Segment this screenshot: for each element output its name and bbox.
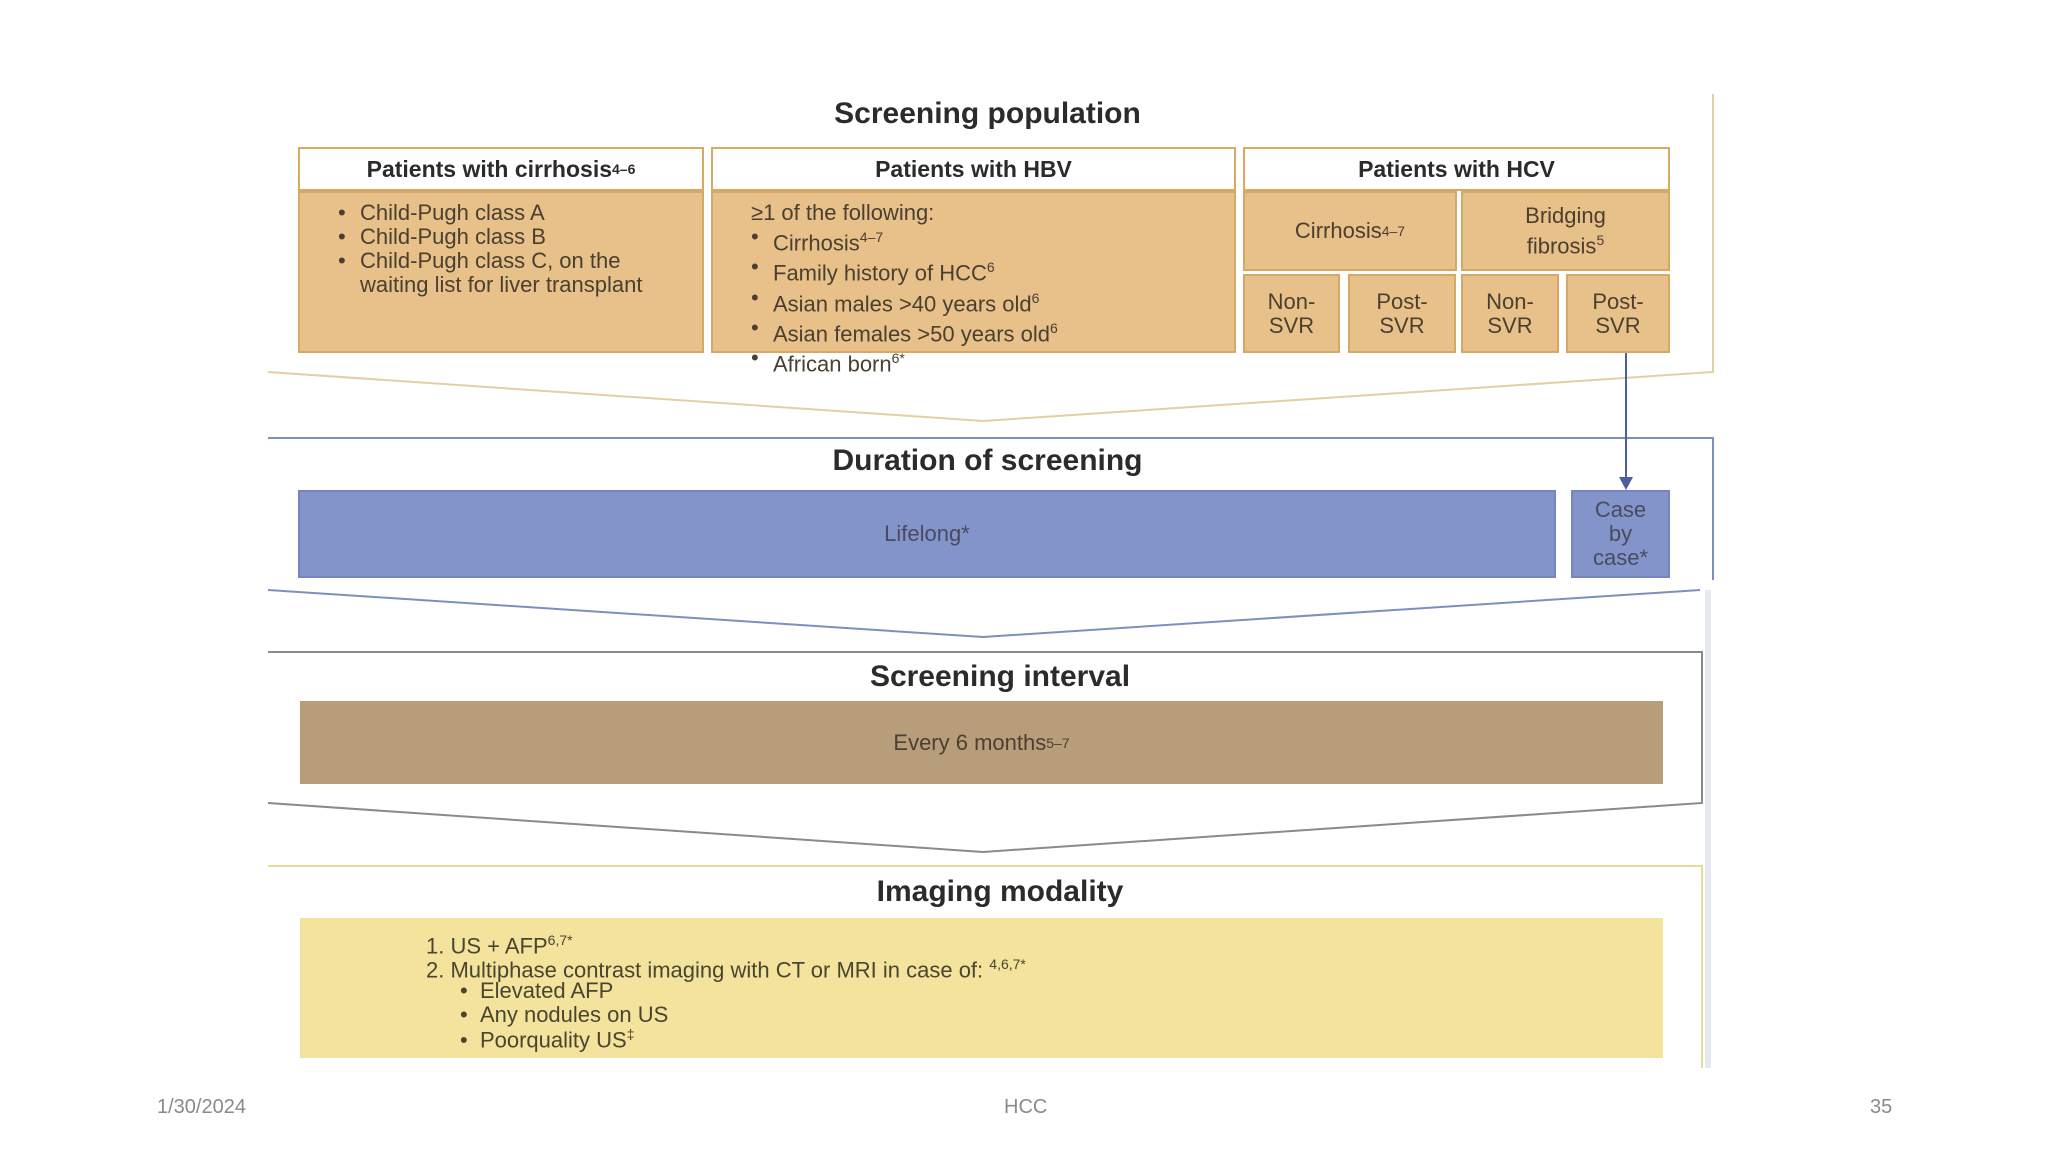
case-by-case-label: Case by case* — [1592, 497, 1649, 570]
hbv-item-2-sup: 6 — [986, 259, 995, 276]
lifelong-box: Lifelong* — [298, 490, 1556, 578]
hbv-item-2-text: Family history of HCC — [773, 260, 987, 286]
imaging-line-2: 2. Multiphase contrast imaging with CT o… — [426, 956, 1026, 983]
hcv-sub-cell-3: Non-SVR — [1461, 274, 1559, 353]
hcv-sub-cell-1: Non-SVR — [1243, 274, 1340, 353]
imaging-bullet-2-text: Any nodules on US — [479, 1002, 669, 1027]
hcv-sub-label-3: Non-SVR — [1486, 288, 1534, 338]
cirrhosis-item-1: Child-Pugh class A — [334, 201, 692, 226]
cirrhosis-criteria-box: Child-Pugh class A Child-Pugh class B Ch… — [298, 191, 704, 353]
imaging-frame — [268, 865, 1703, 1068]
hbv-item-3: Asian males >40 years old6 — [747, 286, 1224, 316]
footer-date: 1/30/2024 — [157, 1096, 246, 1118]
case-by-case-box: Case by case* — [1571, 490, 1670, 578]
duration-title: Duration of screening — [832, 444, 1143, 477]
lifelong-label: Lifelong* — [884, 521, 970, 546]
imaging-line-1: 1. US + AFP6,7* — [426, 932, 573, 959]
hcv-bridging-cell: Bridging fibrosis5 — [1461, 191, 1670, 271]
hcv-sub-label-1: Non-SVR — [1267, 288, 1316, 338]
hcv-sub-label-2: Post-SVR — [1376, 288, 1428, 338]
hcv-bridging-sup: 5 — [1596, 231, 1605, 248]
hbv-header: Patients with HBV — [711, 147, 1236, 191]
hbv-intro: ≥1 of the following: — [751, 200, 935, 225]
hcv-header-text: Patients with HCV — [1358, 155, 1555, 182]
hbv-item-4-text: Asian females >50 years old — [773, 321, 1050, 347]
imaging-box: 1. US + AFP6,7* 2. Multiphase contrast i… — [300, 918, 1663, 1058]
imaging-bullet-1: • Elevated AFP — [460, 978, 614, 1003]
hbv-criteria-box: ≥1 of the following: Cirrhosis4–7 Family… — [711, 191, 1236, 376]
imaging-bullet-1-text: Elevated AFP — [479, 978, 614, 1003]
interval-title: Screening interval — [869, 660, 1131, 693]
hbv-item-4-sup: 6 — [1050, 319, 1058, 336]
hbv-item-3-text: Asian males >40 years old — [773, 290, 1032, 316]
cirrhosis-item-3: Child-Pugh class C, on the waiting list … — [334, 249, 692, 297]
population-frame — [267, 94, 1714, 423]
hbv-item-1-text: Cirrhosis — [773, 230, 860, 256]
hbv-header-text: Patients with HBV — [875, 155, 1072, 182]
imaging-line-1-text: 1. US + AFP — [426, 933, 548, 959]
hbv-item-4: Asian females >50 years old6 — [747, 316, 1224, 346]
imaging-bullet-2: • Any nodules on US — [460, 1002, 669, 1027]
imaging-title: Imaging modality — [876, 875, 1124, 908]
footer-page-number: 35 — [1870, 1096, 1893, 1118]
hbv-item-5-text: African born — [773, 351, 892, 377]
imaging-line-1-sup: 6,7* — [547, 932, 573, 948]
screening-population-title: Screening population — [834, 97, 1141, 130]
hcv-header: Patients with HCV — [1243, 147, 1670, 191]
duration-chevron — [267, 589, 1701, 639]
imaging-line-2-sup: 4,6,7* — [989, 956, 1026, 972]
interval-frame — [267, 651, 1703, 854]
cirrhosis-header-text: Patients with cirrhosis — [366, 155, 613, 182]
hcv-sub-cell-4: Post-SVR — [1566, 274, 1670, 353]
imaging-line-2-text: 2. Multiphase contrast imaging with CT o… — [426, 957, 984, 983]
hcv-cirrhosis-sup: 4–7 — [1381, 223, 1406, 239]
footer-title: HCC — [1004, 1096, 1048, 1118]
hbv-item-2: Family history of HCC6 — [747, 255, 1224, 285]
hbv-item-3-sup: 6 — [1031, 289, 1040, 306]
arrow-head — [1619, 477, 1633, 490]
hbv-item-5-sup: 6* — [891, 350, 905, 367]
cirrhosis-header-sup: 4–6 — [612, 161, 636, 177]
interval-sup: 5–7 — [1046, 734, 1070, 751]
duration-frame — [268, 437, 1714, 580]
hbv-item-1-sup: 4–7 — [859, 229, 884, 245]
cirrhosis-item-2: Child-Pugh class B — [334, 225, 692, 250]
hcv-sub-label-4: Post-SVR — [1592, 288, 1644, 338]
interval-text: Every 6 months — [893, 729, 1047, 755]
hbv-item-1: Cirrhosis4–7 — [747, 225, 1224, 255]
hcv-sub-cell-2: Post-SVR — [1348, 274, 1456, 353]
imaging-bullet-3-sup: ‡ — [626, 1026, 635, 1042]
imaging-bullet-3: • Poorquality US‡ — [460, 1026, 635, 1053]
hcv-cirrhosis-text: Cirrhosis — [1294, 218, 1382, 243]
hbv-item-5: African born6* — [747, 346, 1224, 376]
hcv-bridging-text: Bridging fibrosis — [1525, 202, 1606, 259]
imaging-bullet-3-text: Poorquality US — [479, 1027, 627, 1053]
